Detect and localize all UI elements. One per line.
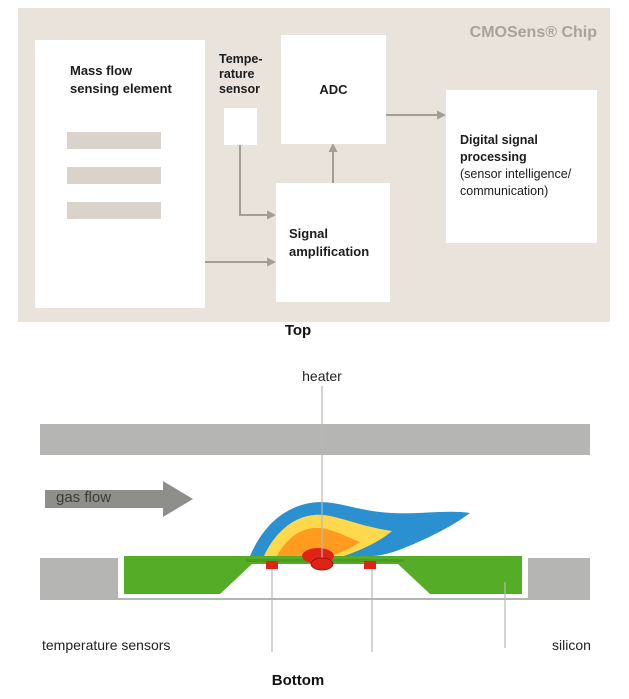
membrane-chip [124, 556, 522, 594]
mass-flow-box: Mass flow sensing element [35, 40, 205, 308]
plume-orange [277, 527, 360, 556]
heater-label: heater [302, 368, 342, 384]
top-caption: Top [284, 322, 312, 339]
sensing-element-bar [67, 167, 161, 184]
mass-flow-label: Mass flow sensing element [70, 63, 172, 96]
adc-label: ADC [319, 81, 348, 97]
chip-title: CMOSens® Chip [469, 24, 597, 41]
temp-sensor-dot-left [266, 561, 278, 569]
signal-amplification-box: Signal amplification [276, 183, 390, 302]
dsp-subtitle: (sensor intelligence/ communication) [460, 166, 572, 198]
temperature-sensors-label: temperature sensors [42, 637, 171, 653]
temp-sensor-dot-right [364, 561, 376, 569]
block-arrows-svg [205, 110, 446, 267]
arrow-massflow-to-amp [205, 257, 276, 267]
temp-sensor-box [224, 108, 257, 145]
bottom-caption: Bottom [271, 672, 325, 689]
dsp-title: Digital signal processing [460, 133, 538, 164]
sensing-element-bar [67, 132, 161, 149]
temp-sensor-label: Tempe- rature sensor [219, 52, 263, 96]
dsp-box: Digital signal processing (sensor intell… [446, 90, 597, 243]
adc-box: ADC [281, 35, 386, 144]
silicon-label: silicon [552, 637, 591, 653]
gas-flow-label: gas flow [56, 489, 112, 506]
signal-amplification-label: Signal amplification [289, 225, 370, 259]
arrow-adc-to-dsp [386, 110, 446, 120]
gas-flow-arrow [45, 481, 193, 517]
silicon-cap-bar [40, 424, 590, 455]
sensing-element-bar [67, 202, 161, 219]
arrow-tempsensor-to-amp [239, 145, 276, 220]
cross-section-svg [40, 386, 590, 652]
cmosens-chip-panel: CMOSens® Chip [18, 8, 610, 322]
heater-dot [310, 557, 334, 571]
arrow-amp-to-adc [328, 143, 338, 183]
